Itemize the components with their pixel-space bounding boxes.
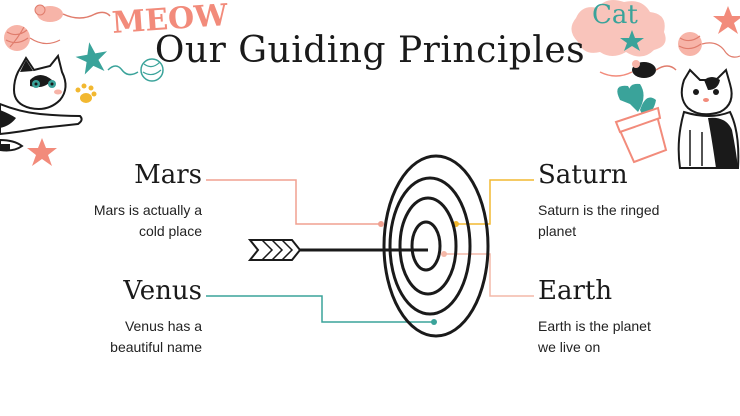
yarn-ball-right-icon	[678, 32, 740, 58]
desc-saturn: Saturn is the ringed planet	[538, 200, 708, 242]
star-pink-icon	[27, 138, 57, 166]
yarn-ball-icon	[4, 25, 61, 51]
paw-icon	[75, 83, 97, 103]
desc-mars-line2: cold place	[138, 223, 202, 239]
star-teal-right-icon	[620, 30, 644, 51]
star-pink-right-icon	[713, 6, 740, 34]
heading-venus: Venus	[123, 276, 202, 306]
cat-label: Cat	[592, 0, 638, 30]
page-title: Our Guiding Principles	[154, 30, 586, 71]
heading-mars: Mars	[134, 160, 202, 190]
yarn-ball-teal-icon	[107, 58, 164, 82]
cat-right-illustration	[677, 68, 740, 169]
target-icon	[382, 154, 490, 338]
mouse-right-icon	[599, 60, 677, 78]
plant-pot-illustration	[614, 83, 668, 164]
desc-mars-line1: Mars is actually a	[93, 202, 202, 218]
desc-earth: Earth is the planet we live on	[538, 316, 708, 358]
mouse-icon	[34, 4, 111, 22]
cat-left-illustration	[0, 53, 83, 152]
connector-saturn	[453, 179, 534, 227]
desc-venus-line2: beautiful name	[110, 339, 202, 355]
desc-saturn-line2: planet	[538, 223, 577, 239]
desc-earth-line2: we live on	[538, 339, 601, 355]
star-teal-icon	[75, 42, 108, 75]
connector-mars	[206, 179, 384, 227]
desc-saturn-line1: Saturn is the ringed	[538, 202, 660, 218]
desc-venus: Venus has a beautiful name	[60, 316, 202, 358]
heading-saturn: Saturn	[538, 160, 628, 190]
cloud-illustration	[571, 0, 666, 57]
arrow-icon	[247, 239, 428, 261]
desc-mars: Mars is actually a cold place	[60, 200, 202, 242]
connector-venus	[206, 295, 437, 325]
desc-earth-line1: Earth is the planet	[538, 318, 651, 334]
connector-earth	[441, 251, 534, 297]
desc-venus-line1: Venus has a	[124, 318, 202, 334]
heading-earth: Earth	[538, 276, 613, 306]
